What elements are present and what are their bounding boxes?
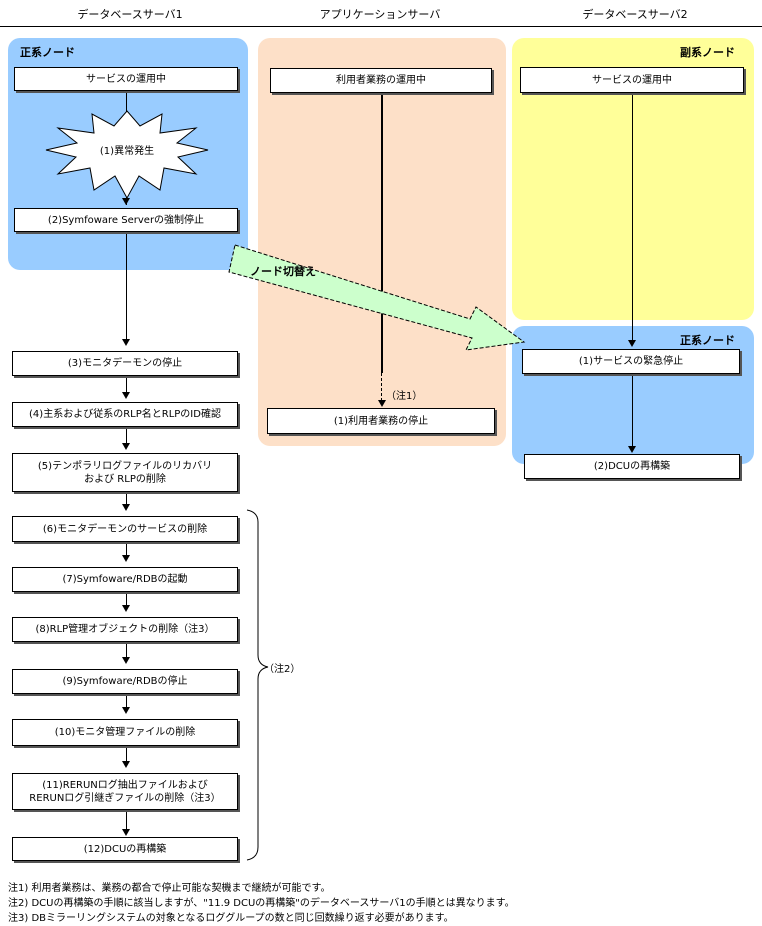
db1-step-6-box: (6)モニタデーモンのサービスの削除 — [12, 516, 238, 542]
db1-step-11-box: (11)RERUNログ抽出ファイルおよび RERUNログ引継ぎファイルの削除（注… — [12, 773, 238, 810]
arrowhead — [378, 400, 386, 407]
arrowhead — [122, 504, 130, 511]
app-stop-box: (1)利用者業務の停止 — [267, 408, 495, 434]
db1-step-8-box: (8)RLP管理オブジェクトの削除（注3） — [12, 617, 238, 642]
arrowhead — [122, 707, 130, 714]
column-header-db1: データベースサーバ1 — [77, 8, 183, 21]
connector-app-running — [381, 93, 383, 373]
connector-db1-s5-s6 — [126, 492, 127, 504]
arrowhead — [122, 829, 130, 836]
db1-step-4-box: (4)主系および従系のRLP名とRLPのID確認 — [12, 402, 238, 427]
db1-error-label: (1)異常発生 — [99, 146, 155, 157]
connector-db1-s3-s4 — [126, 376, 127, 392]
footnote-3: 注3) DBミラーリングシステムの対象となるロググループの数と同じ回数繰り返す必… — [8, 913, 454, 924]
arrowhead — [122, 657, 130, 664]
arrowhead — [122, 761, 130, 768]
note2-brace — [246, 509, 269, 861]
arrowhead — [122, 339, 130, 346]
db2-step-1-box: (1)サービスの緊急停止 — [522, 349, 740, 374]
db1-step-7-box: (7)Symfoware/RDBの起動 — [12, 567, 238, 592]
header-divider — [0, 26, 762, 27]
db1-step-2-box: (2)Symfoware Serverの強制停止 — [14, 208, 238, 232]
switch-label: ノード切替え — [250, 265, 316, 278]
db2-step-2-box: (2)DCUの再構築 — [524, 454, 740, 479]
error-starburst — [45, 110, 209, 200]
footnote-1: 注1) 利用者業務は、業務の都合で停止可能な契機まで継続が可能です。 — [8, 883, 331, 894]
db1-step-12-box: (12)DCUの再構築 — [12, 837, 238, 861]
db1-running-box: サービスの運用中 — [14, 67, 238, 91]
arrowhead — [122, 555, 130, 562]
app-running-box: 利用者業務の運用中 — [270, 68, 492, 93]
connector-db1-s6-s7 — [126, 542, 127, 555]
connector-db1-s7-s8 — [126, 592, 127, 605]
connector-db1-s4-s5 — [126, 427, 127, 443]
note2-brace-label: （注2） — [264, 664, 301, 675]
region-label-db2-primary: 正系ノード — [680, 334, 735, 347]
db1-step-10-box: (10)モニタ管理ファイルの削除 — [12, 719, 238, 746]
db1-step-5-box: (5)テンポラリログファイルのリカバリ および RLPの削除 — [12, 453, 238, 492]
arrowhead — [122, 198, 130, 205]
connector-app-dashed — [381, 373, 382, 401]
connector-db2-running-s1 — [632, 93, 633, 340]
connector-db1-s10-s11 — [126, 746, 127, 761]
arrowhead — [628, 340, 636, 347]
footnote-2: 注2) DCUの再構築の手順に該当しますが、"11.9 DCUの再構築"のデータ… — [8, 898, 515, 909]
arrowhead — [122, 392, 130, 399]
db1-step-3-box: (3)モニタデーモンの停止 — [12, 351, 238, 376]
region-label-db1-primary: 正系ノード — [20, 46, 75, 59]
connector-db1-s2-s3 — [126, 232, 127, 339]
arrowhead — [628, 446, 636, 453]
app-note1-label: （注1） — [386, 391, 423, 402]
connector-db1-s8-s9 — [126, 642, 127, 657]
node-switch-arrow — [228, 244, 526, 351]
arrowhead — [122, 443, 130, 450]
db2-running-box: サービスの運用中 — [520, 67, 744, 93]
region-label-db2-secondary: 副系ノード — [680, 46, 735, 59]
connector-db2-s1-s2 — [632, 374, 633, 446]
db1-step-9-box: (9)Symfoware/RDBの停止 — [12, 669, 238, 694]
connector-db1-s11-s12 — [126, 810, 127, 829]
arrowhead — [122, 605, 130, 612]
column-header-db2: データベースサーバ2 — [582, 8, 688, 21]
connector-db1-s9-s10 — [126, 694, 127, 707]
connector-db1-running-error — [126, 91, 127, 115]
column-header-app: アプリケーションサーバ — [319, 8, 441, 21]
